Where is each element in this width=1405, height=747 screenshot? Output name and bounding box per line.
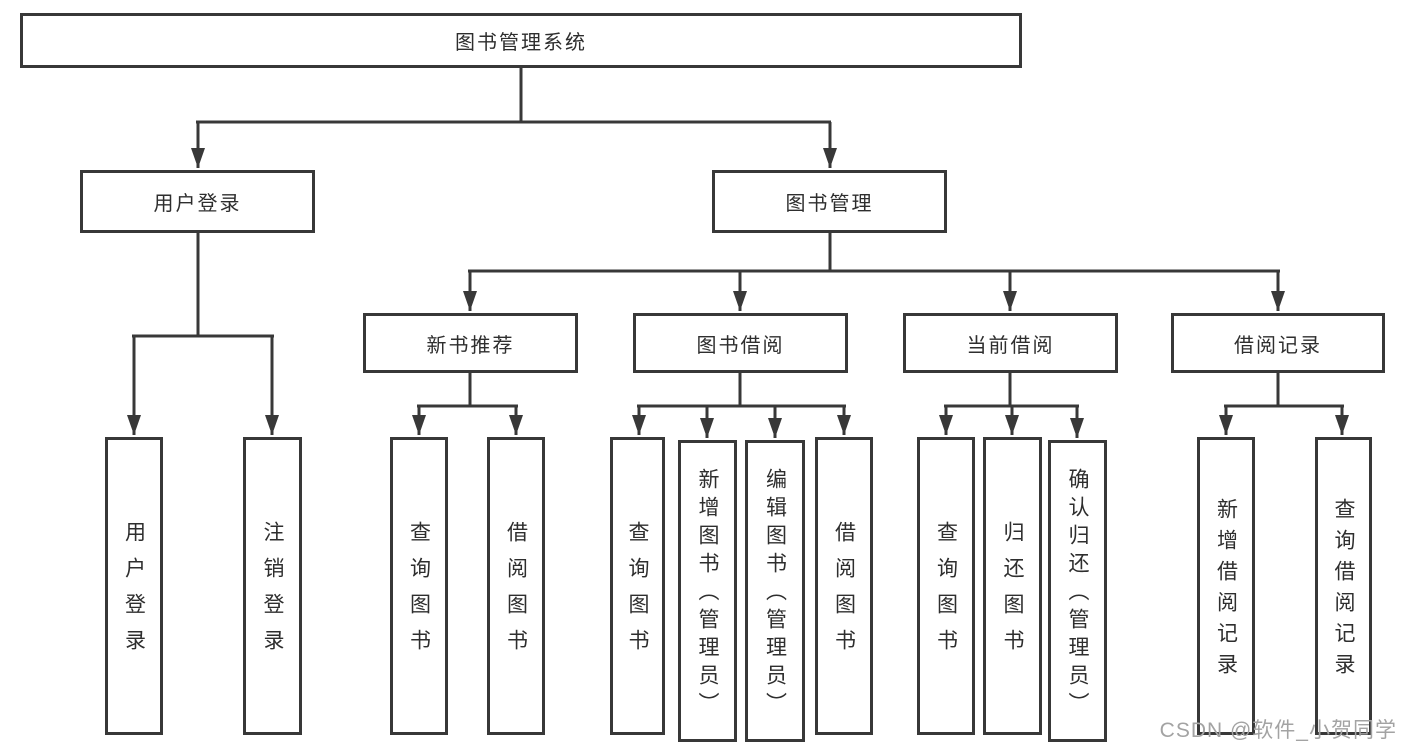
node-new-book-recommend: 新书推荐 <box>363 313 578 373</box>
leaf-label: 查询借阅记录 <box>1332 497 1355 684</box>
node-current-borrowing: 当前借阅 <box>903 313 1118 373</box>
node-label: 当前借阅 <box>966 334 1055 357</box>
node-label: 新书推荐 <box>426 334 515 357</box>
node-library-management-system: 图书管理系统 <box>20 13 1022 68</box>
node-book-borrowing: 图书借阅 <box>633 313 848 373</box>
leaf-query-book-current: 查询图书 <box>917 437 975 735</box>
leaf-logout: 注销登录 <box>243 437 302 735</box>
node-label: 借阅记录 <box>1234 334 1322 357</box>
leaf-return-book: 归还图书 <box>983 437 1042 735</box>
leaf-label: 借阅图书 <box>832 520 856 665</box>
leaf-confirm-return-admin: 确认归还（管理员） <box>1048 440 1107 742</box>
leaf-borrow-book: 借阅图书 <box>815 437 873 735</box>
leaf-borrow-book-recommend: 借阅图书 <box>487 437 545 735</box>
leaf-label: 查询图书 <box>407 520 431 665</box>
leaf-label: 新增借阅记录 <box>1214 497 1238 684</box>
leaf-add-book-admin: 新增图书（管理员） <box>678 440 737 742</box>
leaf-user-login: 用户登录 <box>105 437 163 735</box>
leaf-label: 借阅图书 <box>504 520 528 665</box>
leaf-label: 用户登录 <box>122 520 146 665</box>
node-book-management: 图书管理 <box>712 170 947 233</box>
leaf-label: 新增图书（管理员） <box>696 468 719 720</box>
node-user-login: 用户登录 <box>80 170 315 233</box>
leaf-query-book-recommend: 查询图书 <box>390 437 448 735</box>
node-label: 图书管理系统 <box>455 32 587 54</box>
leaf-query-book-borrowing: 查询图书 <box>610 437 665 735</box>
leaf-label: 注销登录 <box>261 520 284 665</box>
leaf-label: 查询图书 <box>934 520 958 665</box>
node-label: 图书借阅 <box>696 334 785 357</box>
leaf-label: 编辑图书（管理员） <box>763 468 787 720</box>
leaf-label: 确认归还（管理员） <box>1066 468 1089 720</box>
node-label: 用户登录 <box>153 193 242 215</box>
leaf-label: 归还图书 <box>1001 520 1024 665</box>
leaf-add-borrow-record: 新增借阅记录 <box>1197 437 1255 735</box>
node-label: 图书管理 <box>785 193 874 215</box>
leaf-query-borrow-record: 查询借阅记录 <box>1315 437 1372 735</box>
node-borrowing-record: 借阅记录 <box>1171 313 1385 373</box>
leaf-edit-book-admin: 编辑图书（管理员） <box>745 440 805 742</box>
csdn-watermark: CSDN @软件_小贺同学 <box>1159 719 1397 742</box>
leaf-label: 查询图书 <box>626 520 649 665</box>
